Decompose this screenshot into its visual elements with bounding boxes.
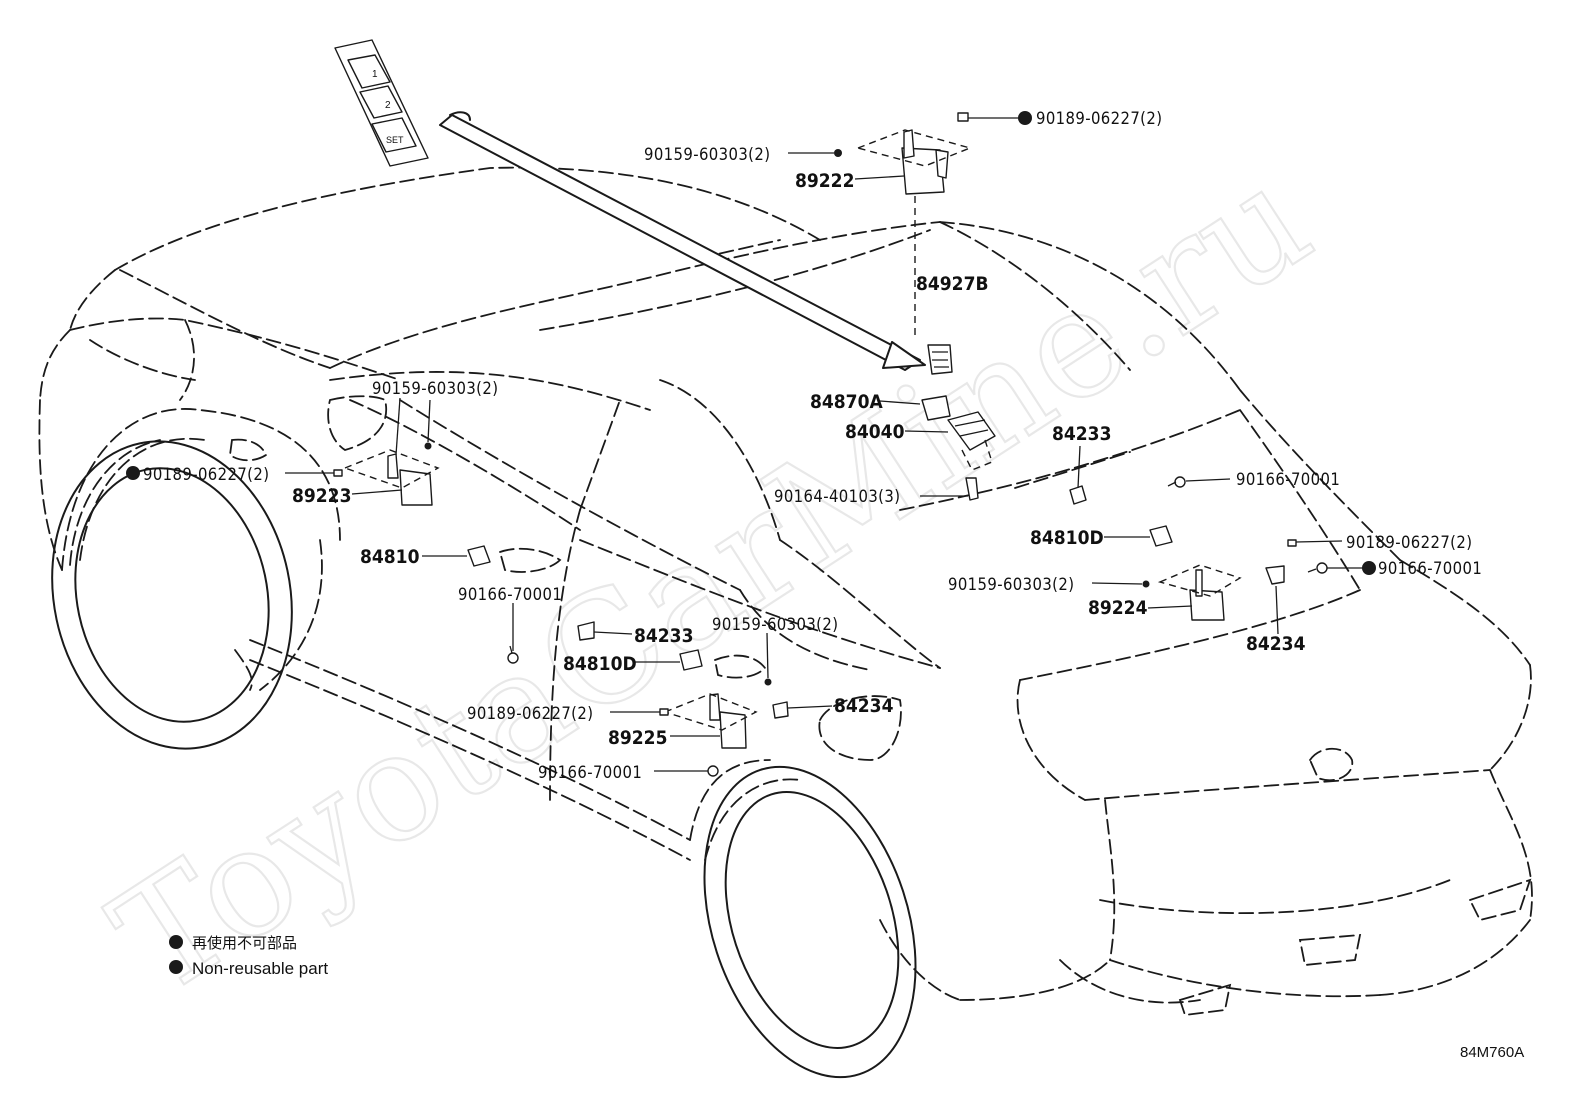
label-84810: 84810	[360, 546, 420, 568]
part-84233-right	[1069, 485, 1087, 505]
legend: 再使用不可部品 Non-reusable part	[169, 934, 328, 978]
part-84234-right	[1265, 562, 1328, 585]
sensor-89222	[834, 112, 973, 195]
legend-item-en: Non-reusable part	[192, 959, 328, 978]
memory-seat-switch-panel: 1 2 SET	[334, 39, 429, 167]
roof-trim-arrow	[439, 111, 926, 371]
label-84810D-mid: 84810D	[563, 653, 637, 675]
label-90189-left: 90189-06227(2)	[143, 465, 269, 484]
label-84870A: 84870A	[810, 391, 883, 413]
switch-button-2: 2	[385, 100, 391, 111]
rear-wheel	[703, 765, 917, 1079]
non-reusable-bullet-icon	[169, 935, 183, 949]
label-90166-bottom: 90166-70001	[538, 763, 642, 782]
label-89225: 89225	[608, 727, 667, 749]
front-wheel	[51, 439, 293, 750]
part-84927B	[927, 344, 953, 375]
car-body-outline	[38, 166, 1533, 1016]
part-84810D-mid	[679, 649, 703, 671]
switch-button-1: 1	[372, 69, 378, 80]
label-84040: 84040	[845, 421, 905, 443]
label-89222: 89222	[795, 170, 854, 192]
label-90164: 90164-40103(3)	[774, 487, 900, 506]
label-90166-r2: 90166-70001	[1378, 559, 1482, 578]
part-labels: 90189-06227(2) 90159-60303(2) 89222 8492…	[126, 109, 1482, 782]
label-89223: 89223	[292, 485, 351, 507]
label-90189-top: 90189-06227(2)	[1036, 109, 1162, 128]
label-90189-right: 90189-06227(2)	[1346, 533, 1472, 552]
label-90189-mid: 90189-06227(2)	[467, 704, 593, 723]
switch-button-set: SET	[386, 135, 404, 145]
screw-90166-right	[1167, 476, 1186, 488]
label-84234-mid: 84234	[834, 695, 894, 717]
part-84040	[947, 411, 996, 501]
part-84233-mid	[507, 621, 595, 664]
label-84810D-right: 84810D	[1030, 527, 1104, 549]
legend-item-jp: 再使用不可部品	[192, 934, 297, 952]
part-84810	[467, 545, 491, 567]
part-84870A	[921, 395, 951, 421]
label-90159-top: 90159-60303(2)	[644, 145, 770, 164]
illustration-code: 84M760A	[1460, 1044, 1524, 1061]
sensor-89223	[333, 442, 440, 506]
part-84810D-right	[1149, 525, 1173, 547]
label-90159-right: 90159-60303(2)	[948, 575, 1074, 594]
label-89224: 89224	[1088, 597, 1148, 619]
label-84233-right: 84233	[1052, 423, 1111, 445]
non-reusable-bullet-icon	[169, 960, 183, 974]
label-84927B: 84927B	[916, 273, 989, 295]
label-90159-left: 90159-60303(2)	[372, 379, 498, 398]
label-90159-mid: 90159-60303(2)	[712, 615, 838, 634]
label-84234-right: 84234	[1246, 633, 1306, 655]
sensor-89225	[659, 678, 789, 777]
sensor-89224	[1142, 539, 1297, 621]
label-90166-mid: 90166-70001	[458, 585, 562, 604]
leader-lines	[285, 117, 1372, 772]
label-90166-r1: 90166-70001	[1236, 470, 1340, 489]
label-84233-mid: 84233	[634, 625, 693, 647]
